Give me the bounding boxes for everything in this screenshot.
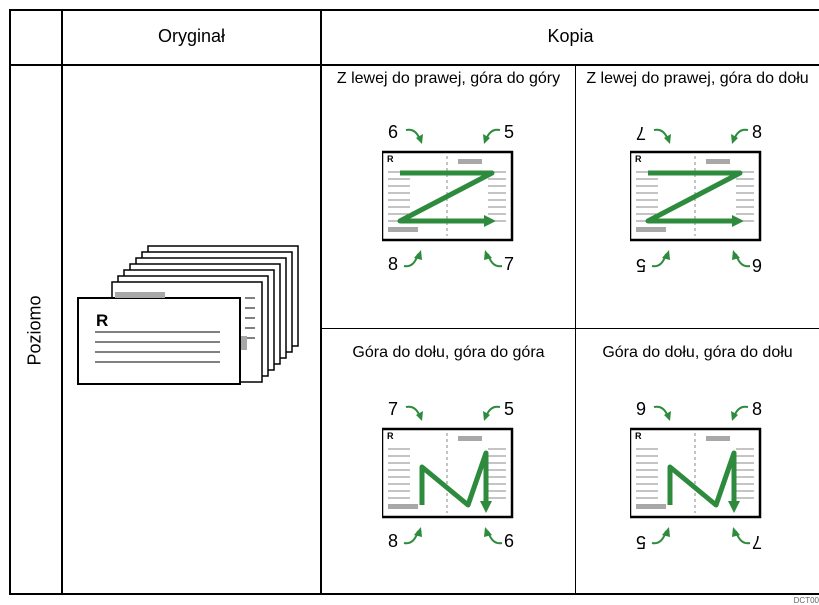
page-number-bottom-right: 6	[504, 531, 515, 551]
row-label: Poziomo	[25, 294, 45, 366]
row-divider-copy	[321, 328, 819, 329]
header-copy: Kopia	[547, 26, 594, 46]
column-divider-original	[320, 9, 322, 595]
page-number-bottom-left: 8	[388, 531, 399, 551]
column-divider-label	[61, 9, 63, 595]
copy-caption: Góra do dołu, góra do góra	[352, 344, 545, 361]
row-label-cell: Poziomo	[9, 66, 62, 594]
copy-sheet-figure	[630, 405, 762, 545]
page-number-top-left: 9	[636, 399, 647, 419]
page-number-top-left: 7	[636, 123, 647, 143]
page-number-bottom-right: 7	[504, 254, 515, 274]
sheet	[630, 427, 762, 519]
sheet	[382, 427, 514, 519]
original-stack-figure	[77, 245, 299, 385]
copy-caption: Z lewej do prawej, góra do dołu	[586, 70, 809, 87]
column-divider-copy	[575, 66, 576, 594]
table-border-bottom	[9, 593, 819, 595]
copy-sheet-figure	[382, 405, 514, 545]
sheet-letter: R	[635, 154, 642, 164]
sheet-letter: R	[387, 431, 394, 441]
sheet-letter: R	[635, 431, 642, 441]
table-border-left	[9, 9, 11, 595]
page-number-bottom-right: 6	[752, 255, 763, 275]
page-number-bottom-left: 8	[388, 254, 399, 274]
page-number-top-right: 5	[504, 399, 515, 419]
copy-caption: Góra do dołu, góra do dołu	[602, 344, 793, 361]
figure-code: DCT00	[793, 596, 819, 605]
page-number-bottom-right: 7	[752, 532, 763, 552]
page-number-bottom-left: 5	[636, 255, 647, 275]
page-number-top-left: 6	[388, 122, 399, 142]
page-number-top-right: 8	[752, 122, 763, 142]
table-border-top	[9, 9, 819, 11]
page-number-bottom-left: 5	[636, 532, 647, 552]
header-original: Oryginał	[157, 26, 226, 46]
page-number-top-left: 7	[388, 399, 399, 419]
copy-sheet-figure	[630, 128, 762, 268]
page-number-top-right: 8	[752, 399, 763, 419]
header-divider	[9, 64, 819, 66]
copy-caption: Z lewej do prawej, góra do góry	[336, 70, 561, 87]
original-letter: R	[96, 311, 109, 330]
sheet-letter: R	[387, 154, 394, 164]
page-number-top-right: 5	[504, 122, 515, 142]
copy-sheet-figure	[382, 128, 514, 268]
